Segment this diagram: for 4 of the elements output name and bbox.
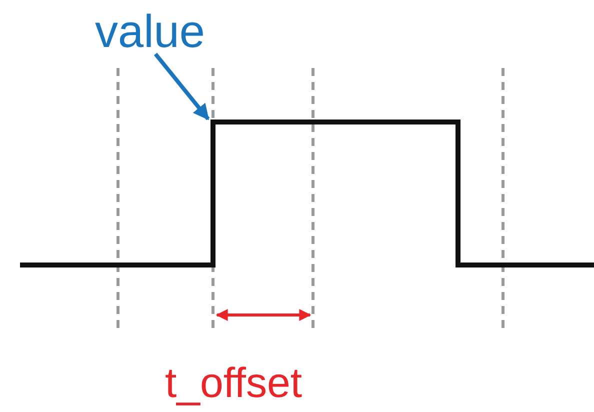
- value-label: value: [95, 8, 205, 54]
- dimension-label: t_offset: [165, 362, 302, 404]
- leader-arrow: [154, 52, 210, 120]
- pulse-waveform-drawing: [18, 119, 594, 268]
